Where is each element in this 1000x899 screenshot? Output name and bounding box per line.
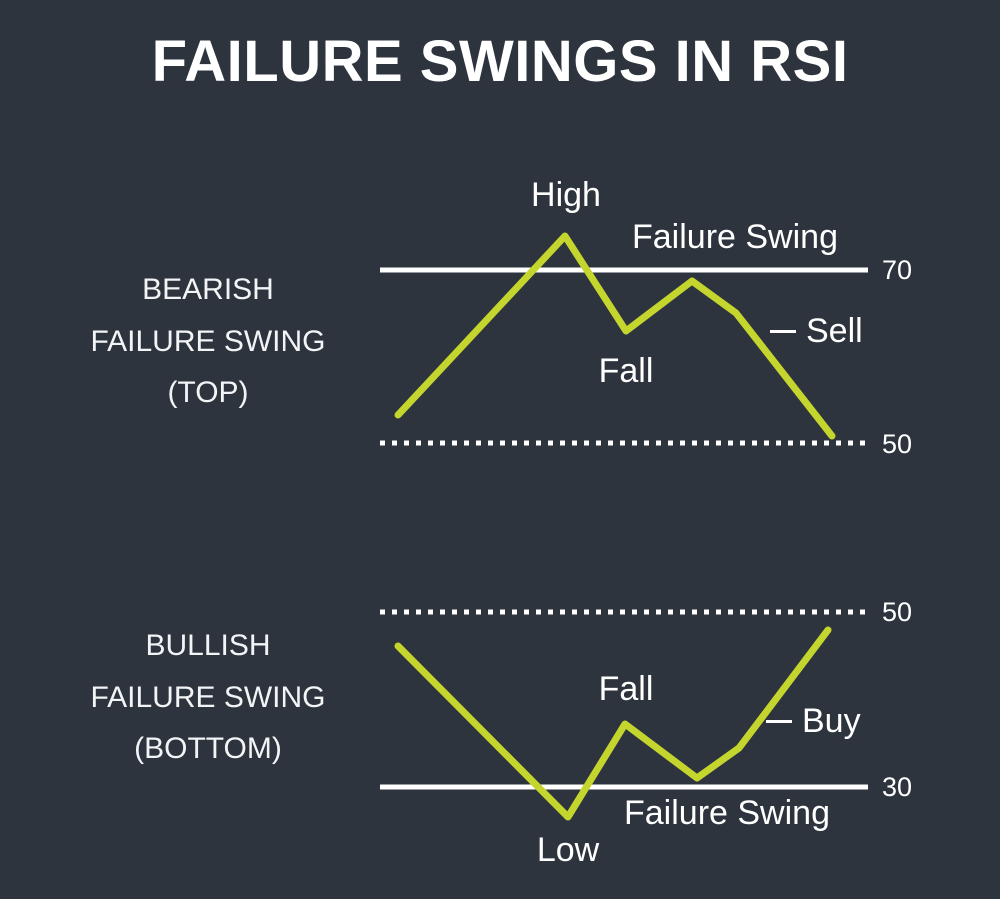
bearish-label-line-1: BEARISH <box>142 273 274 306</box>
bearish-label-line-2: FAILURE SWING <box>90 324 326 358</box>
bullish-rsi-line <box>394 626 832 821</box>
bullish-panel-label: BULLISH FAILURE SWING (BOTTOM) <box>38 620 378 775</box>
bearish-rsi-line <box>394 232 836 440</box>
bullish-annotation-low: Low <box>536 831 600 869</box>
bearish-panel-label: BEARISH FAILURE SWING (TOP) <box>38 264 378 419</box>
bullish-label-line-3: (BOTTOM) <box>134 732 282 766</box>
bullish-label-line-2: FAILURE SWING <box>90 680 326 714</box>
bearish-annotation-failure-swing: Failure Swing <box>632 218 838 256</box>
bearish-legend-sell: Sell <box>770 312 863 351</box>
bullish-legend-buy-label: Buy <box>802 702 861 740</box>
bullish-annotation-fall: Fall <box>598 670 654 708</box>
bearish-axis-label-50: 50 <box>882 429 913 459</box>
bullish-annotation-failure-swing: Failure Swing <box>624 794 830 832</box>
bullish-axis-label-50: 50 <box>882 597 913 627</box>
bearish-annotation-fall: Fall <box>598 352 654 390</box>
sell-line-swatch-icon <box>770 330 796 333</box>
bearish-annotation-high: High <box>531 176 601 214</box>
bearish-legend-sell-label: Sell <box>806 312 863 350</box>
bullish-axis-label-30: 30 <box>882 772 913 802</box>
bullish-legend-buy: Buy <box>766 702 861 741</box>
bearish-axis-label-70: 70 <box>882 255 913 285</box>
page-title: FAILURE SWINGS IN RSI <box>151 29 849 94</box>
bullish-label-line-1: BULLISH <box>145 629 271 662</box>
buy-line-swatch-icon <box>766 720 792 723</box>
bearish-label-line-3: (TOP) <box>167 376 249 410</box>
